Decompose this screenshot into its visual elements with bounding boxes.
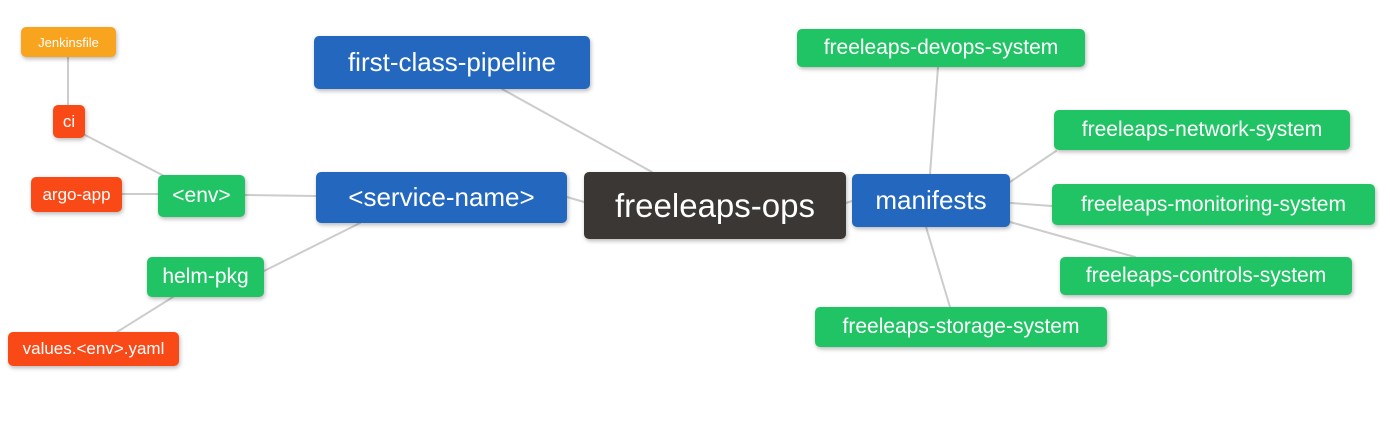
- node-freeleaps-ops-root[interactable]: freeleaps-ops: [584, 172, 846, 239]
- node-values-env-yaml[interactable]: values.<env>.yaml: [8, 332, 179, 366]
- node-ci[interactable]: ci: [53, 105, 85, 138]
- node-label: Jenkinsfile: [38, 34, 99, 50]
- edge-manifests-network: [1009, 150, 1057, 183]
- node-label: helm-pkg: [162, 265, 249, 288]
- node-label: freeleaps-controls-system: [1085, 264, 1327, 287]
- node-argo-app[interactable]: argo-app: [31, 177, 122, 212]
- edge-root-manifests: [845, 200, 853, 204]
- node-env[interactable]: <env>: [158, 175, 245, 217]
- node-service-name[interactable]: <service-name>: [316, 172, 567, 223]
- node-label: argo-app: [42, 184, 111, 204]
- node-label: freeleaps-monitoring-system: [1081, 192, 1346, 216]
- edge-values-helmpkg: [116, 296, 174, 333]
- edge-service-root: [566, 196, 585, 203]
- node-label: freeleaps-network-system: [1081, 118, 1323, 141]
- node-label: manifests: [875, 185, 987, 215]
- node-freeleaps-devops-system[interactable]: freeleaps-devops-system: [797, 29, 1085, 67]
- node-manifests[interactable]: manifests: [852, 174, 1010, 227]
- node-label: freeleaps-storage-system: [842, 315, 1080, 338]
- node-label: freeleaps-devops-system: [823, 36, 1059, 59]
- node-freeleaps-monitoring-system[interactable]: freeleaps-monitoring-system: [1052, 184, 1375, 225]
- node-label: ci: [62, 111, 76, 131]
- node-label: <service-name>: [348, 182, 535, 212]
- edge-manifests-storage: [925, 226, 951, 308]
- node-freeleaps-storage-system[interactable]: freeleaps-storage-system: [815, 307, 1107, 347]
- edge-manifests-controls: [1009, 221, 1136, 258]
- edge-ci-env: [84, 134, 167, 178]
- node-label: freeleaps-ops: [615, 186, 815, 224]
- node-freeleaps-controls-system[interactable]: freeleaps-controls-system: [1060, 257, 1352, 295]
- node-label: values.<env>.yaml: [22, 339, 165, 358]
- node-jenkinsfile[interactable]: Jenkinsfile: [21, 27, 116, 57]
- edge-helmpkg-service: [263, 222, 361, 272]
- node-first-class-pipeline[interactable]: first-class-pipeline: [314, 36, 590, 89]
- node-label: <env>: [172, 184, 231, 207]
- edge-manifests-monitoring: [1010, 202, 1053, 207]
- node-freeleaps-network-system[interactable]: freeleaps-network-system: [1054, 110, 1350, 150]
- edge-pipeline-root: [501, 88, 653, 173]
- edge-env-service: [244, 194, 317, 197]
- node-helm-pkg[interactable]: helm-pkg: [147, 257, 264, 297]
- edge-manifests-devops: [929, 66, 939, 175]
- node-label: first-class-pipeline: [347, 47, 557, 77]
